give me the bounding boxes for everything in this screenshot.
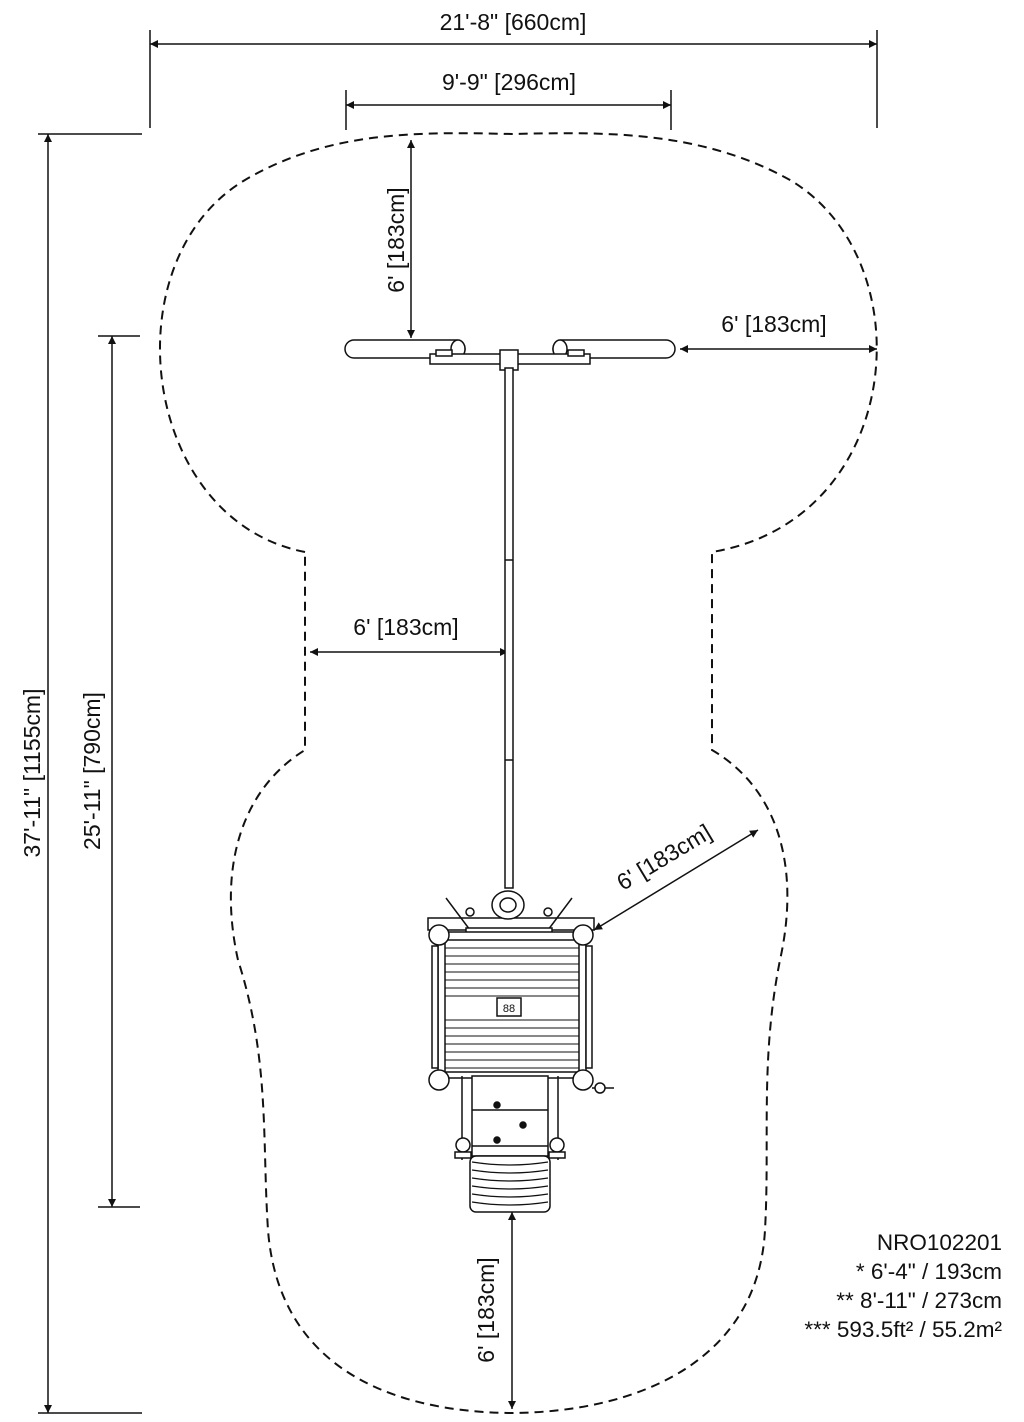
deck-label: 88 [503,1003,515,1015]
corner-post [428,1069,450,1091]
corner-post [572,1069,594,1091]
entry-steps [469,1155,551,1213]
extension-lines [38,30,878,1414]
ladder [471,1075,549,1157]
structure-length-label: 25'-11" [790cm] [79,692,105,850]
waist-clearance-label: 6' [183cm] [353,614,458,640]
deck-label-box [496,997,522,1017]
corner-post [572,924,594,946]
deck-corner-clearance-label: 6' [183cm] [612,819,716,896]
model-number: NRO102201 [876,1230,1002,1255]
swing-beam-width-label: 9'-9" [296cm] [442,69,576,95]
spec-line-2: ** 8'-11" / 273cm [836,1288,1002,1313]
corner-post [428,924,450,946]
dimension-lines [44,40,877,1413]
deck-corner-clearance-line [593,829,759,931]
spec-block: NRO102201 * 6'-4" / 193cm ** 8'-11" / 27… [804,1228,1002,1344]
play-structure [344,339,676,1213]
side-clearance-label: 6' [183cm] [721,311,826,337]
safety-zone-outline [159,132,878,1415]
swing-beam [504,367,514,889]
bottom-clearance-label: 6' [183cm] [473,1257,499,1362]
spec-line-3: *** 593.5ft² / 55.2m² [804,1317,1002,1342]
overall-width-label: 21'-8" [660cm] [440,9,587,35]
top-clearance-label: 6' [183cm] [383,187,409,292]
spec-line-1: * 6'-4" / 193cm [855,1259,1002,1284]
overall-length-label: 37'-11" [1155cm] [19,689,45,858]
